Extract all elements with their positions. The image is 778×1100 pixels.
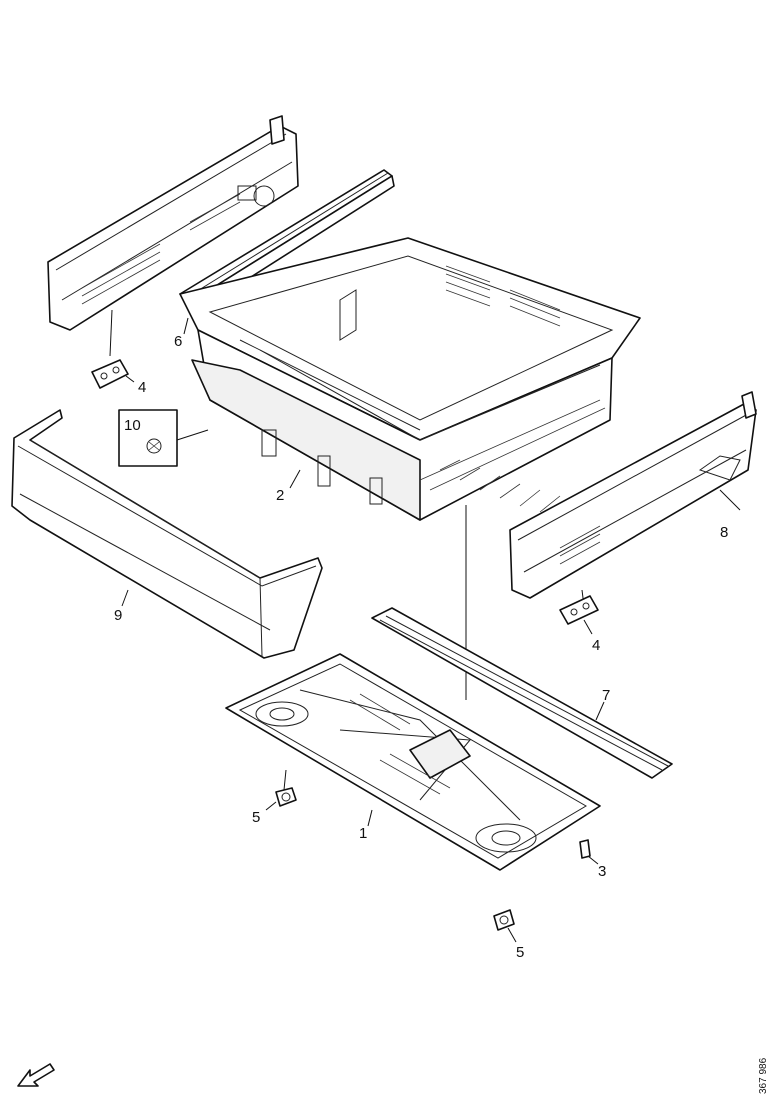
callout-6: 6: [174, 333, 182, 350]
part-6-upper-rail: [179, 169, 395, 335]
part-4-left-bracket: [91, 359, 135, 389]
callout-4-right: 4: [592, 637, 600, 654]
part-left-side-member: [47, 115, 299, 357]
part-1-floor-panel: [225, 653, 601, 871]
callout-8: 8: [720, 524, 728, 541]
part-8-right-side-member: [509, 391, 757, 607]
callout-10: 10: [124, 417, 141, 434]
callout-5-upper: 5: [252, 809, 260, 826]
callout-7: 7: [602, 687, 610, 704]
callout-9: 9: [114, 607, 122, 624]
part-5-fastener-lower: [493, 909, 517, 943]
callout-3: 3: [598, 863, 606, 880]
part-9-bumper: [11, 409, 323, 659]
part-10-fastener-inset: [118, 409, 209, 467]
reference-code: 367 986: [758, 1057, 769, 1094]
part-5-fastener-upper: [265, 787, 297, 811]
callout-5-lower: 5: [516, 944, 524, 961]
front-direction-arrow-icon: [17, 1063, 55, 1087]
callout-1: 1: [359, 825, 367, 842]
part-2-floor-tub: [179, 237, 641, 700]
callout-2: 2: [276, 487, 284, 504]
part-4-right-bracket: [559, 595, 599, 635]
part-7-crossmember: [371, 607, 673, 779]
callout-4-left: 4: [138, 379, 146, 396]
part-3-screw: [579, 839, 599, 865]
